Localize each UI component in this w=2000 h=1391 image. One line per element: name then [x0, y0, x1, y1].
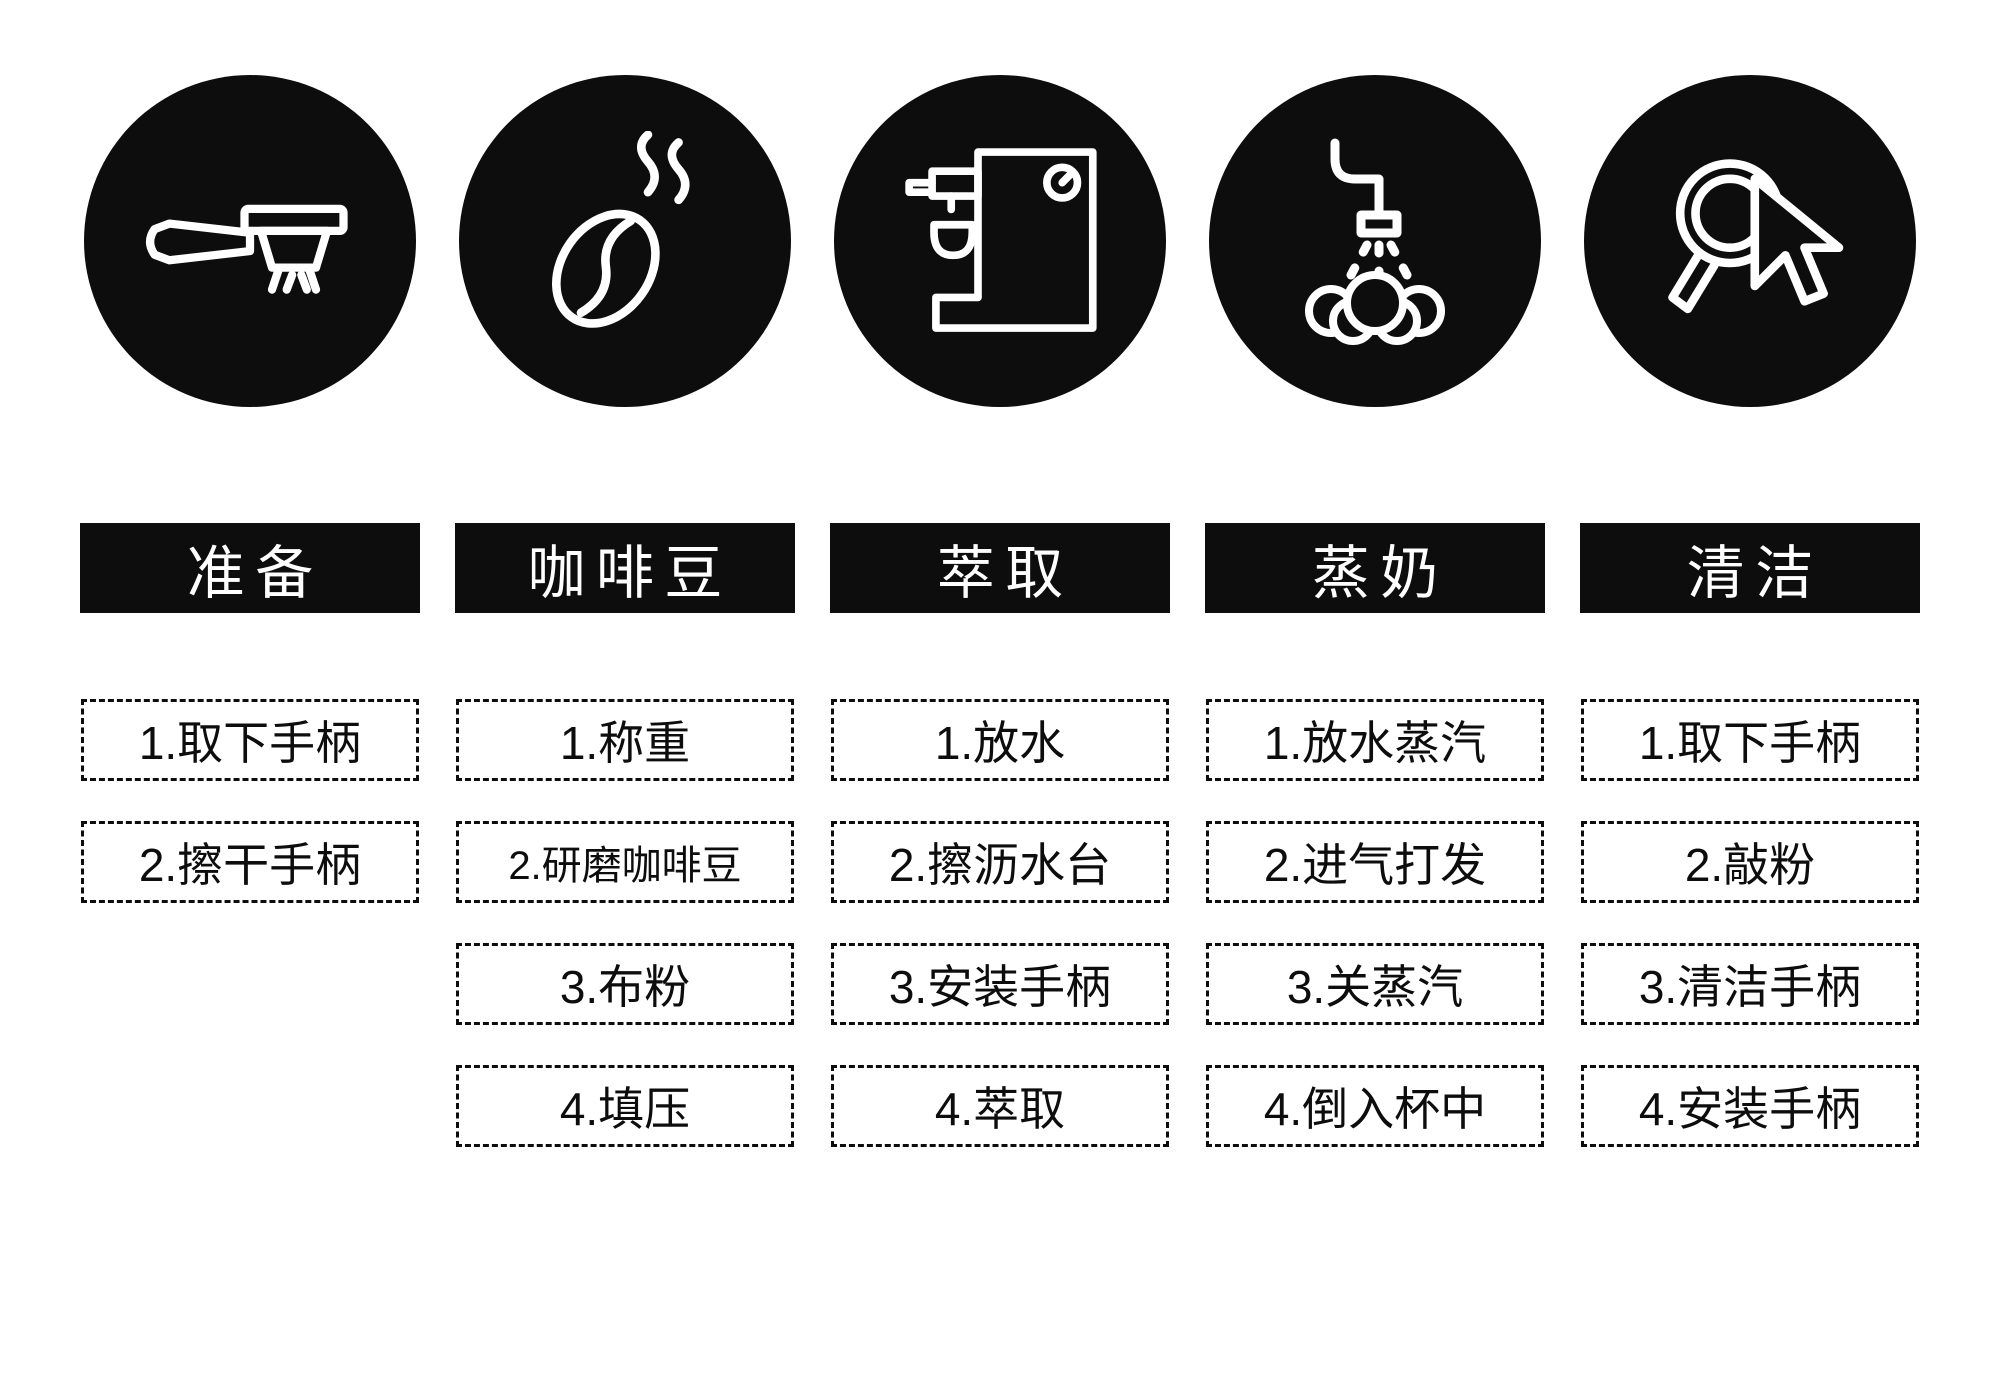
step-label: 1.放水 [934, 717, 1066, 769]
steps-extraction: 1.放水 2.擦沥水台 3.安装手柄 4.萃取 [831, 699, 1169, 1147]
step-box: 3.清洁手柄 [1581, 943, 1919, 1025]
section-title: 咖啡豆 [527, 541, 733, 606]
section-title: 蒸奶 [1311, 541, 1449, 606]
step-box: 4.萃取 [831, 1065, 1169, 1147]
step-label: 2.擦干手柄 [138, 839, 362, 891]
section-title: 准备 [186, 541, 324, 606]
step-box: 2.擦沥水台 [831, 821, 1169, 903]
step-label: 4.萃取 [934, 1083, 1066, 1135]
section-header-prepare: 准备 [80, 523, 420, 613]
portafilter-icon [84, 75, 416, 407]
step-box: 2.敲粉 [1581, 821, 1919, 903]
step-box: 2.研磨咖啡豆 [456, 821, 794, 903]
step-box: 4.倒入杯中 [1206, 1065, 1544, 1147]
step-box: 2.进气打发 [1206, 821, 1544, 903]
section-header-steam-milk: 蒸奶 [1205, 523, 1545, 613]
section-header-beans: 咖啡豆 [455, 523, 795, 613]
step-label: 4.安装手柄 [1638, 1083, 1862, 1135]
step-label: 3.关蒸汽 [1286, 961, 1464, 1013]
steps-steam-milk: 1.放水蒸汽 2.进气打发 3.关蒸汽 4.倒入杯中 [1206, 699, 1544, 1147]
step-box: 1.放水 [831, 699, 1169, 781]
step-label: 2.进气打发 [1263, 839, 1487, 891]
step-label: 4.倒入杯中 [1263, 1083, 1487, 1135]
section-header-cleaning: 清洁 [1580, 523, 1920, 613]
step-box: 3.安装手柄 [831, 943, 1169, 1025]
step-label: 3.布粉 [559, 961, 691, 1013]
step-box: 4.安装手柄 [1581, 1065, 1919, 1147]
step-label: 2.擦沥水台 [888, 839, 1112, 891]
section-title: 萃取 [936, 541, 1074, 606]
step-box: 1.放水蒸汽 [1206, 699, 1544, 781]
workflow-columns: 准备 1.取下手柄 2.擦干手柄 咖啡豆 [63, 0, 1938, 1147]
column-cleaning: 清洁 1.取下手柄 2.敲粉 3.清洁手柄 4.安装手柄 [1563, 0, 1938, 1147]
column-prepare: 准备 1.取下手柄 2.擦干手柄 [63, 0, 438, 1147]
step-label: 4.填压 [559, 1083, 691, 1135]
step-label: 1.称重 [559, 717, 691, 769]
step-box: 3.关蒸汽 [1206, 943, 1544, 1025]
step-label: 3.安装手柄 [888, 961, 1112, 1013]
section-header-extraction: 萃取 [830, 523, 1170, 613]
step-box: 1.取下手柄 [81, 699, 419, 781]
steam-wand-icon [1209, 75, 1541, 407]
steps-beans: 1.称重 2.研磨咖啡豆 3.布粉 4.填压 [456, 699, 794, 1147]
step-label: 2.敲粉 [1684, 839, 1816, 891]
steps-prepare: 1.取下手柄 2.擦干手柄 [81, 699, 419, 903]
column-steam-milk: 蒸奶 1.放水蒸汽 2.进气打发 3.关蒸汽 4.倒入杯中 [1188, 0, 1563, 1147]
step-box: 1.取下手柄 [1581, 699, 1919, 781]
step-label: 3.清洁手柄 [1638, 961, 1862, 1013]
step-box: 4.填压 [456, 1065, 794, 1147]
step-label: 2.研磨咖啡豆 [508, 844, 742, 888]
coffee-bean-icon [459, 75, 791, 407]
step-box: 2.擦干手柄 [81, 821, 419, 903]
step-label: 1.取下手柄 [138, 717, 362, 769]
step-label: 1.取下手柄 [1638, 717, 1862, 769]
espresso-machine-icon [834, 75, 1166, 407]
column-extraction: 萃取 1.放水 2.擦沥水台 3.安装手柄 4.萃取 [813, 0, 1188, 1147]
section-title: 清洁 [1686, 541, 1824, 606]
portafilter-cursor-icon [1584, 75, 1916, 407]
step-box: 3.布粉 [456, 943, 794, 1025]
step-box: 1.称重 [456, 699, 794, 781]
steps-cleaning: 1.取下手柄 2.敲粉 3.清洁手柄 4.安装手柄 [1581, 699, 1919, 1147]
step-label: 1.放水蒸汽 [1263, 717, 1487, 769]
column-beans: 咖啡豆 1.称重 2.研磨咖啡豆 3.布粉 4.填压 [438, 0, 813, 1147]
